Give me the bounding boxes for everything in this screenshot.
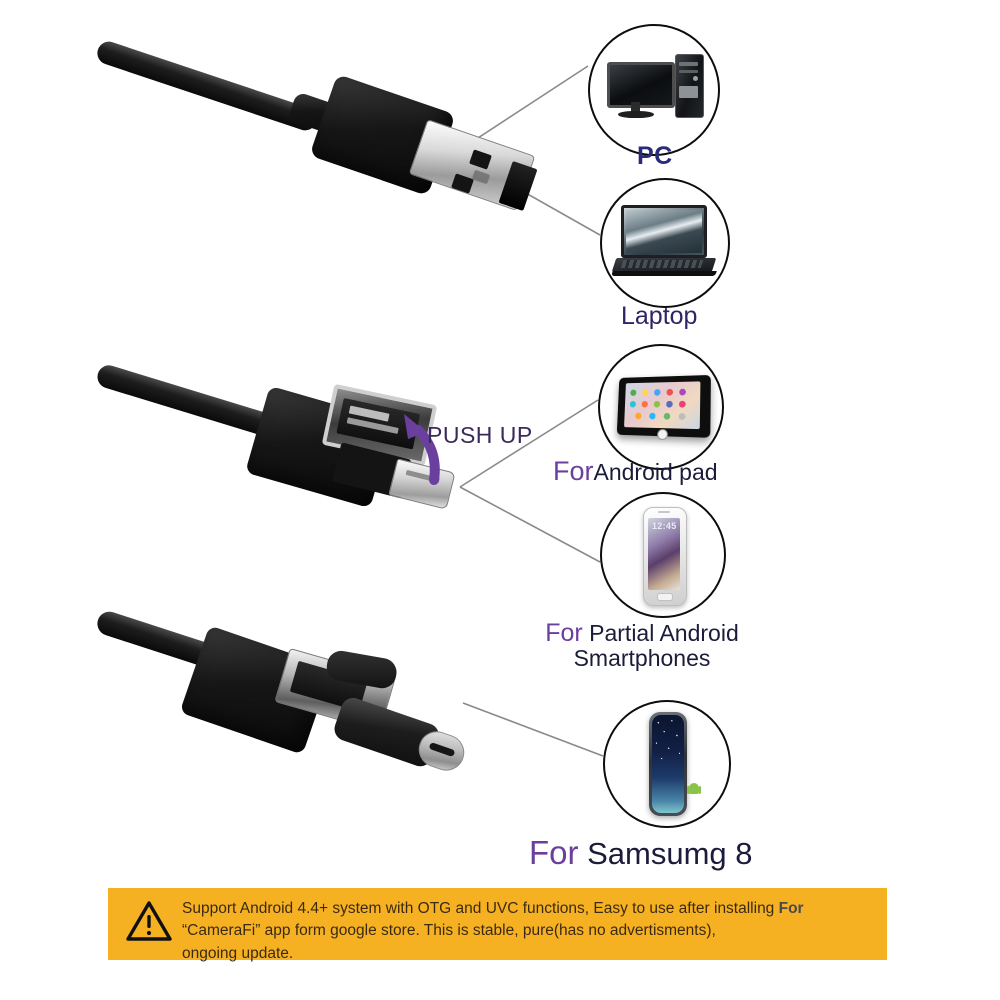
target-label-samsung-8: For Samsumg 8 (529, 834, 753, 871)
warning-line-3: ongoing update. (182, 944, 294, 962)
label-prefix-for-samsung: For (529, 834, 579, 871)
phone-screen-time: 12:45 (652, 521, 677, 531)
target-circle-android-phone[interactable]: 12:45 (600, 492, 726, 618)
smartphone-icon: 12:45 (602, 494, 724, 616)
label-rest-android-pad: Android pad (593, 459, 718, 485)
target-label-laptop: Laptop (621, 303, 697, 329)
warning-triangle-icon (126, 900, 172, 942)
push-up-label-text: PUSH UP (427, 422, 533, 448)
label-rest-partial-line2: Smartphones (573, 645, 711, 672)
cable-lead-usb-a (94, 38, 320, 134)
warning-line-1: Support Android 4.4+ system with OTG and… (182, 900, 775, 917)
target-label-pc: PC (637, 143, 673, 169)
warning-line-2: “CameraFi” app form google store. This i… (182, 922, 716, 940)
target-circle-samsung-8[interactable] (603, 700, 731, 828)
target-circle-android-pad[interactable] (598, 344, 724, 470)
target-label-laptop-text: Laptop (621, 302, 698, 330)
warning-banner-text: Support Android 4.4+ system with OTG and… (182, 888, 812, 975)
push-up-label: PUSH UP (427, 422, 533, 449)
laptop-icon (602, 180, 728, 306)
desktop-computer-icon (590, 26, 718, 154)
usb-a-connector (94, 30, 538, 245)
tablet-icon (600, 346, 722, 468)
target-label-pc-text: PC (637, 142, 673, 170)
label-rest-samsung: Samsumg 8 (587, 836, 753, 871)
target-label-android-pad: ForAndroid pad (553, 457, 718, 485)
label-rest-partial-line1: Partial Android (589, 620, 739, 646)
target-label-android-phone: For Partial Android Smartphones (542, 620, 742, 670)
warning-banner: Support Android 4.4+ system with OTG and… (108, 888, 887, 962)
samsung-galaxy-s8-icon (605, 702, 729, 826)
usb-c-connector (94, 600, 515, 815)
label-prefix-for: For (553, 456, 594, 486)
push-up-arrow-icon (404, 414, 440, 485)
target-circle-laptop[interactable] (600, 178, 730, 308)
target-circle-pc[interactable] (588, 24, 720, 156)
warning-line-1-tail: For (778, 900, 804, 917)
usb-c-plug (326, 689, 480, 797)
label-prefix-for-partial: For (545, 619, 583, 647)
android-robot-icon (687, 780, 701, 796)
